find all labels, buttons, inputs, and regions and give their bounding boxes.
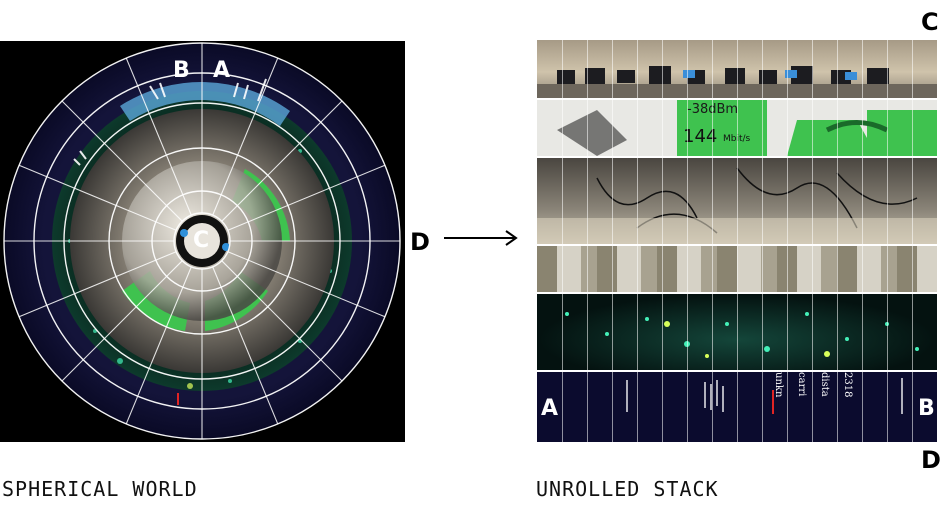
sphere-grid-spoke (61, 260, 183, 382)
stack-grid-column-line (612, 40, 613, 442)
stack-grid-column-line (637, 40, 638, 442)
stack-grid-column-line (812, 40, 813, 442)
stack-grid-column-line (787, 40, 788, 442)
unrolled-stack-panel: -38dBm 144 Mbit/s (537, 40, 937, 442)
transform-arrow (444, 226, 520, 250)
vertical-word-2: carri (796, 372, 807, 397)
spherical-world-image (3, 42, 401, 440)
sphere-label-a: A (213, 58, 231, 83)
stack-label-a: A (541, 396, 559, 421)
vertical-word-3: dista (819, 372, 830, 397)
stack-grid-column-line (737, 40, 738, 442)
vertical-words-row: unkn carri dista 2318 (773, 372, 853, 397)
stack-grid-column-line (912, 40, 913, 442)
sphere-label-d: D (410, 228, 430, 256)
sphere-grid-spoke (125, 57, 192, 216)
sphere-label-b: B (173, 58, 190, 83)
sphere-grid-spoke (18, 251, 177, 318)
sphere-grid-spoke (221, 260, 343, 382)
vertical-word-1: unkn (773, 372, 784, 398)
sphere-grid-spoke (227, 164, 386, 231)
sphere-grid-spoke (221, 100, 343, 222)
wifi-rate-text: 144 (683, 126, 718, 147)
vertical-word-4: 2318 (842, 372, 853, 398)
spherical-world-caption: SPHERICAL WORLD (2, 477, 198, 501)
sphere-grid-spoke (18, 164, 177, 231)
sphere-grid-spoke (61, 100, 183, 222)
stack-grid-column-line (562, 40, 563, 442)
wifi-rate-unit: Mbit/s (723, 134, 750, 144)
sphere-label-c: C (193, 228, 210, 253)
stack-grid-column-line (662, 40, 663, 442)
sphere-grid-spoke (125, 266, 192, 425)
spherical-world-panel (0, 41, 405, 442)
sphere-grid-spoke (212, 57, 279, 216)
stack-label-d: D (921, 446, 941, 474)
unrolled-stack-caption: UNROLLED STACK (536, 477, 719, 501)
stack-label-b: B (918, 396, 935, 421)
sphere-grid-spoke (212, 266, 279, 425)
stack-grid-column-line (862, 40, 863, 442)
stack-grid-column-line (712, 40, 713, 442)
stack-label-c: C (921, 8, 939, 36)
stack-grid-column-line (887, 40, 888, 442)
stack-grid-column-line (837, 40, 838, 442)
sphere-grid-spoke (227, 251, 386, 318)
stack-grid-column-line (587, 40, 588, 442)
stack-grid-column-line (762, 40, 763, 442)
stack-grid-column-line (687, 40, 688, 442)
